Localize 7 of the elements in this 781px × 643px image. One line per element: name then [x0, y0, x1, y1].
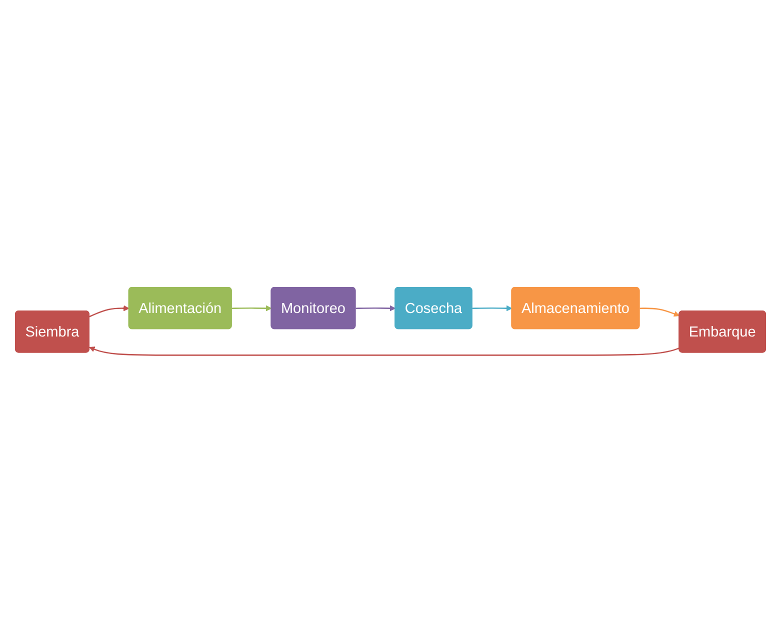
arrow: [472, 306, 512, 312]
arrow: [89, 306, 130, 318]
arrow: [232, 306, 272, 312]
arrow: [89, 346, 680, 356]
cycle-diagram: Siembra Alimentación Monitoreo Cosecha Almacenamiento Embarque: [10, 282, 771, 361]
arrow: [640, 308, 680, 317]
arrow: [356, 306, 396, 312]
